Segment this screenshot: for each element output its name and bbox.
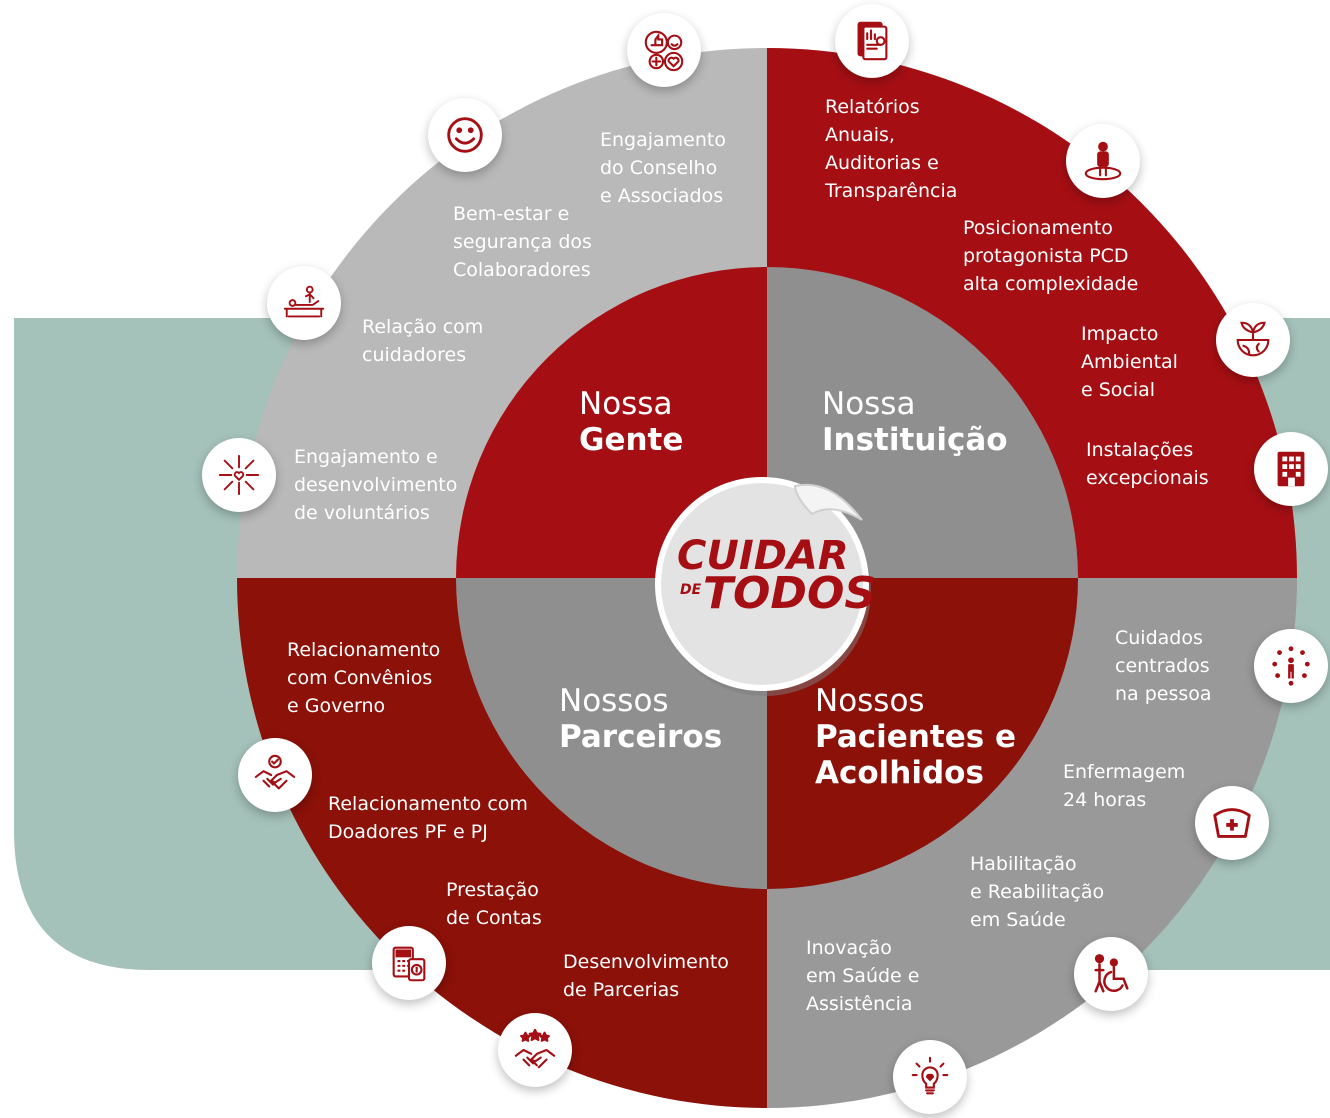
quadrant-title-pacientes-line1: Nossos (815, 683, 925, 719)
center-badge-curl (793, 483, 863, 521)
lightbulb-heart-icon (893, 1040, 967, 1114)
building-icon (1254, 432, 1328, 506)
handshake-stars-icon (498, 1013, 572, 1087)
calculator-money-icon (372, 926, 446, 1000)
quadrant-title-pacientes: Nossos Pacientes e Acolhidos (815, 683, 1016, 791)
label-engajamento-conselho: Engajamento do Conselho e Associados (600, 129, 726, 207)
quadrant-title-gente-line1: Nossa (579, 386, 673, 422)
quadrant-title-instituicao-line2: Instituição (822, 422, 1008, 458)
quadrant-title-gente: Nossa Gente (579, 386, 683, 458)
label-relatorios: Relatórios Anuais, Auditorias e Transpar… (825, 96, 958, 202)
annual-report-icon (835, 4, 909, 78)
label-inovacao: Inovação em Saúde e Assistência (806, 937, 920, 1015)
center-badge (655, 477, 869, 691)
volunteer-hands-icon (202, 438, 276, 512)
label-impacto: Impacto Ambiental e Social (1081, 323, 1178, 401)
label-voluntarios: Engajamento e desenvolvimento de voluntá… (294, 446, 458, 524)
label-prestacao: Prestação de Contas (446, 879, 542, 929)
label-habilitacao: Habilitação e Reabilitação em Saúde (970, 853, 1105, 931)
label-posicionamento: Posicionamento protagonista PCD alta com… (963, 217, 1139, 295)
globe-sprout-icon (1216, 303, 1290, 377)
quadrant-title-instituicao-line1: Nossa (822, 386, 916, 422)
quadrant-title-parceiros: Nossos Parceiros (559, 683, 722, 755)
label-enfermagem: Enfermagem 24 horas (1063, 761, 1186, 811)
center-text-de: DE (680, 582, 702, 598)
handshake-check-icon (238, 738, 312, 812)
quadrant-title-parceiros-line2: Parceiros (559, 719, 723, 755)
center-text-cuidar: CUIDAR (677, 533, 849, 579)
quadrant-title-gente-line2: Gente (579, 422, 684, 458)
label-doadores: Relacionamento com Doadores PF e PJ (328, 793, 528, 843)
label-instalacoes: Instalações excepcionais (1086, 439, 1209, 489)
person-position-icon (1066, 124, 1140, 198)
quadrant-title-pacientes-line2: Pacientes e Acolhidos (815, 719, 1017, 791)
quadrant-title-instituicao: Nossa Instituição (822, 386, 1008, 458)
center-text-todos: TODOS (703, 568, 877, 619)
label-relacao-cuidadores: Relação com cuidadores (362, 316, 484, 366)
label-desenvolvimento: Desenvolvimento de Parcerias (563, 951, 729, 1001)
nurse-cap-icon (1195, 786, 1269, 860)
label-convenios: Relacionamento com Convênios e Governo (287, 639, 441, 717)
quadrant-title-parceiros-line1: Nossos (559, 683, 669, 719)
patient-bed-icon (267, 266, 341, 340)
label-cuidados: Cuidados centrados na pessoa (1115, 627, 1212, 705)
engagement-reactions-icon (627, 13, 701, 87)
label-bem-estar: Bem-estar e segurança dos Colaboradores (453, 203, 592, 281)
person-hearts-icon (1254, 629, 1328, 703)
accessibility-icon (1074, 937, 1148, 1011)
inner-quadrant-gente (456, 267, 767, 578)
smiley-icon (428, 98, 502, 172)
